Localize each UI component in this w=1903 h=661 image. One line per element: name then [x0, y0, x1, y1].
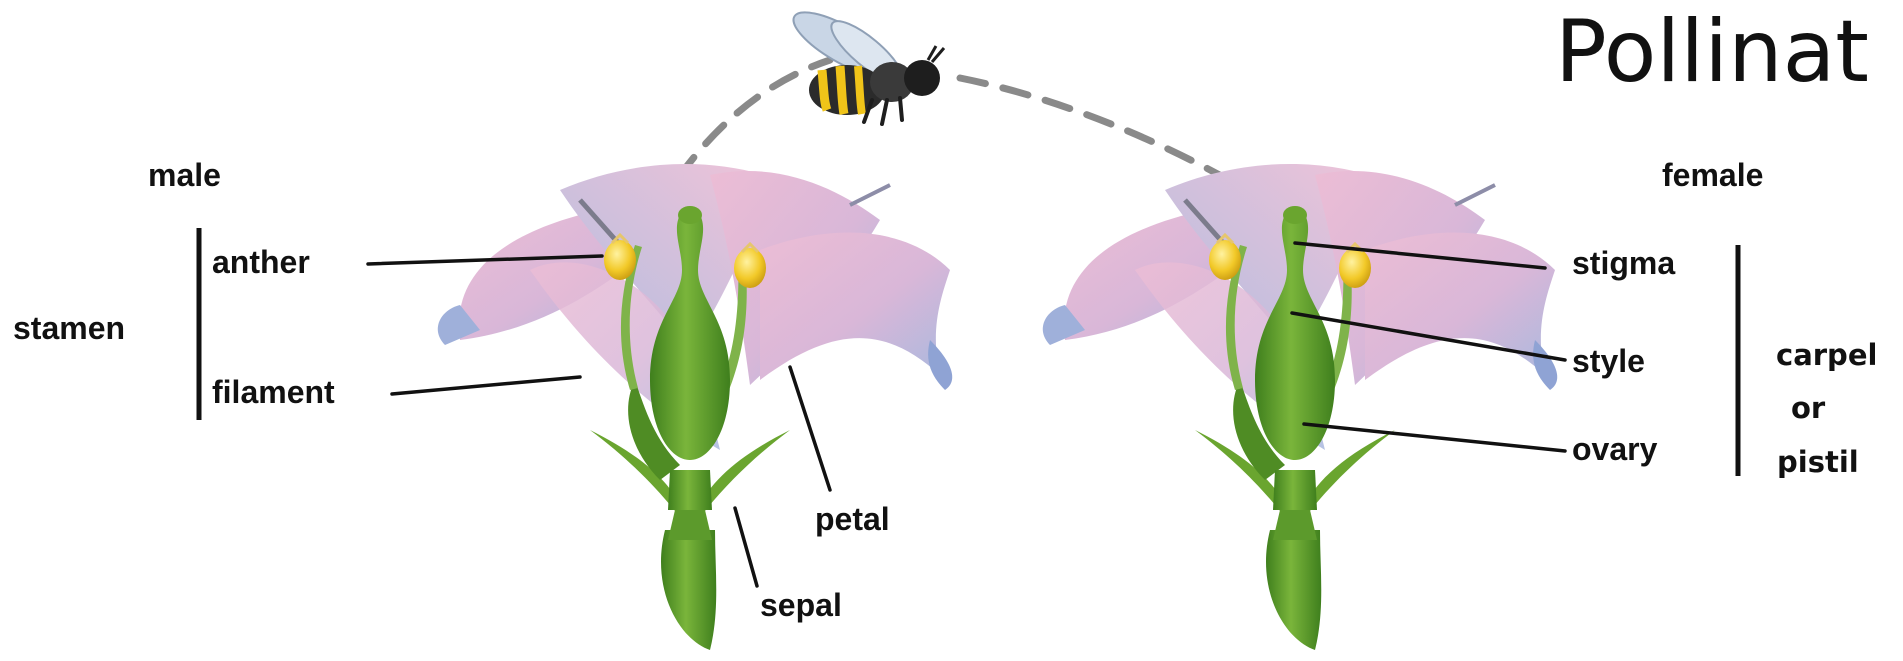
sepal-leader	[735, 508, 757, 586]
page-title: Pollinat	[1555, 2, 1869, 102]
female-flower	[1043, 164, 1557, 650]
label-petal: petal	[815, 501, 890, 537]
ovary-leader	[1304, 424, 1565, 451]
filament-leader	[392, 377, 580, 394]
label-style: style	[1572, 343, 1645, 379]
label-female: female	[1662, 157, 1763, 193]
bee-icon	[785, 1, 944, 124]
petal-leader	[790, 367, 830, 490]
label-stamen: stamen	[13, 310, 125, 346]
label-male: male	[148, 157, 221, 193]
label-or: or	[1791, 391, 1826, 425]
label-pistil: pistil	[1777, 445, 1859, 479]
male-flower	[438, 164, 952, 650]
label-carpel: carpel	[1776, 338, 1877, 372]
label-filament: filament	[212, 374, 335, 410]
label-ovary: ovary	[1572, 431, 1658, 467]
label-anther: anther	[212, 244, 310, 280]
label-sepal: sepal	[760, 587, 842, 623]
label-stigma: stigma	[1572, 245, 1675, 281]
